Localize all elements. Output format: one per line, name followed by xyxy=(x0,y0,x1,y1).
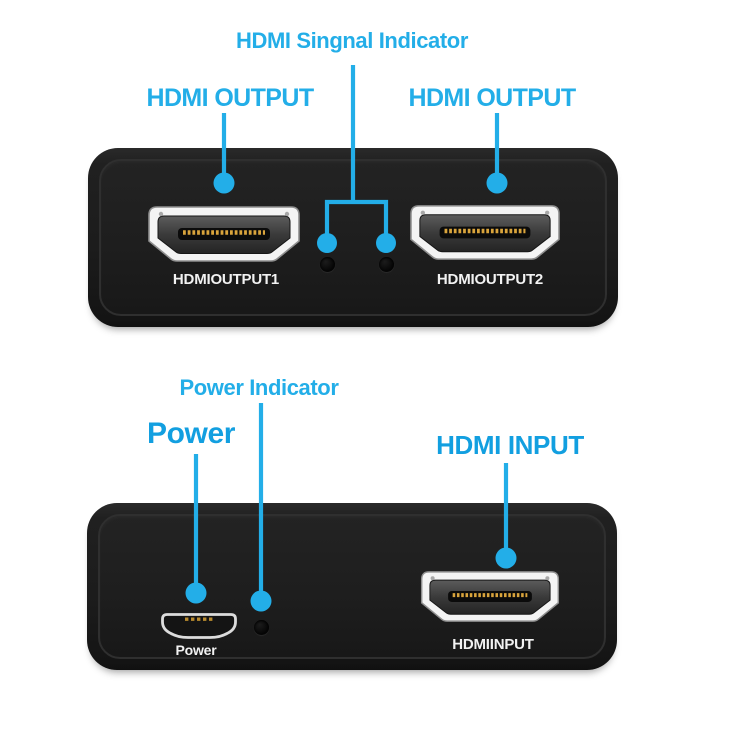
label-power-indicator: Power Indicator xyxy=(179,375,339,400)
port-label-hdmiinput: HDMIINPUT xyxy=(452,636,534,653)
hdmi-port-output1-icon xyxy=(148,206,300,262)
port-label-hdmioutput1: HDMIOUTPUT1 xyxy=(172,271,280,288)
micro-usb-power-port-icon xyxy=(161,613,237,639)
signal-led-1 xyxy=(320,257,335,272)
label-hdmi-signal-indicator: HDMI Singnal Indicator xyxy=(236,28,468,53)
power-led xyxy=(254,620,269,635)
label-hdmi-output-left: HDMI OUTPUT xyxy=(146,84,315,112)
hdmi-port-output2-icon xyxy=(410,205,560,260)
port-label-hdmioutput2: HDMIOUTPUT2 xyxy=(436,271,544,288)
label-hdmi-output-right: HDMI OUTPUT xyxy=(408,84,577,112)
hdmi-port-input-icon xyxy=(420,571,560,622)
label-power: Power xyxy=(146,417,236,450)
signal-led-2 xyxy=(379,257,394,272)
port-label-power: Power xyxy=(175,642,217,658)
label-hdmi-input: HDMI INPUT xyxy=(436,430,584,460)
